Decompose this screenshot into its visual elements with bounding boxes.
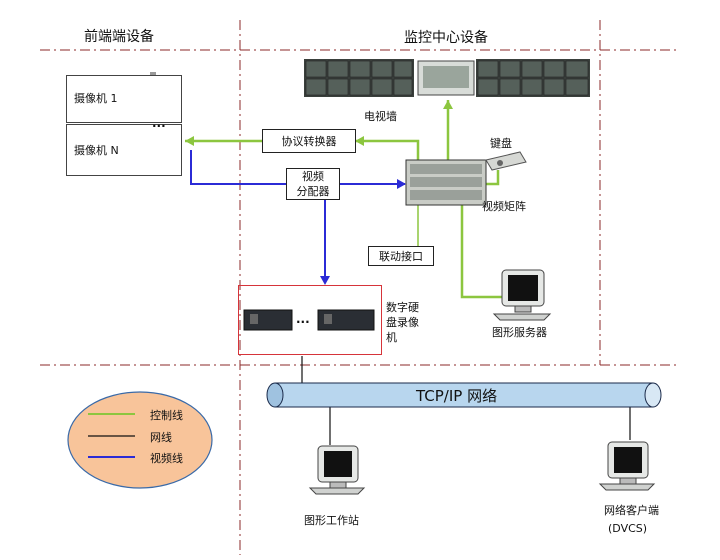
video-line-cam-to-distributor bbox=[190, 150, 286, 185]
protocol-converter-box: 协议转换器 bbox=[262, 129, 356, 153]
control-line-keyboard bbox=[484, 170, 500, 186]
control-arrow-tvwall bbox=[443, 100, 453, 109]
keyboard-device bbox=[485, 151, 527, 171]
protocol-converter-label: 协议转换器 bbox=[281, 135, 337, 148]
client-device bbox=[598, 441, 656, 491]
legend-ellipse bbox=[67, 391, 213, 489]
control-arrow-converter bbox=[355, 136, 364, 146]
linkage-interface-box: 联动接口 bbox=[368, 246, 434, 266]
dvr-label: 数字硬 盘录像 机 bbox=[386, 301, 419, 344]
client-label: 网络客户端 bbox=[604, 504, 659, 517]
keyboard-label: 键盘 bbox=[490, 137, 512, 150]
tcpip-pipe bbox=[266, 382, 662, 408]
legend-label-network: 网线 bbox=[150, 431, 172, 444]
dvr-devices bbox=[243, 309, 375, 331]
section-front-end: 前端端设备 bbox=[84, 29, 154, 45]
dvr-frame bbox=[238, 285, 382, 355]
graphics-server-label: 图形服务器 bbox=[492, 326, 547, 339]
tv-wall bbox=[304, 59, 590, 97]
camera-1-label: 摄像机 1 bbox=[74, 92, 118, 105]
legend-label-control: 控制线 bbox=[150, 409, 183, 422]
video-matrix-label: 视频矩阵 bbox=[482, 200, 526, 213]
section-monitor-center: 监控中心设备 bbox=[404, 30, 488, 46]
linkage-interface-label: 联动接口 bbox=[379, 250, 423, 263]
control-arrow-cam bbox=[185, 136, 194, 146]
client-sub-label: (DVCS) bbox=[608, 522, 648, 535]
legend-label-video: 视频线 bbox=[150, 452, 183, 465]
graphics-server-device bbox=[492, 269, 552, 321]
tcpip-label: TCP/IP 网络 bbox=[416, 387, 498, 405]
camera-n-box bbox=[66, 124, 182, 176]
camera-1-box bbox=[66, 75, 182, 123]
video-matrix-device bbox=[405, 159, 487, 206]
workstation-label: 图形工作站 bbox=[304, 514, 359, 527]
control-line-server bbox=[460, 200, 502, 299]
camera-ellipsis: ... bbox=[152, 116, 166, 130]
video-arrow-matrix bbox=[397, 179, 406, 189]
workstation-device bbox=[308, 445, 366, 495]
control-line-matrix-to-converter bbox=[355, 139, 420, 162]
tv-wall-label: 电视墙 bbox=[364, 110, 397, 123]
camera-n-label: 摄像机 N bbox=[74, 144, 119, 157]
video-arrow-dvr bbox=[320, 276, 330, 285]
video-distributor-box: 视频 分配器 bbox=[286, 168, 340, 200]
dvr-ellipsis: ... bbox=[296, 312, 310, 326]
